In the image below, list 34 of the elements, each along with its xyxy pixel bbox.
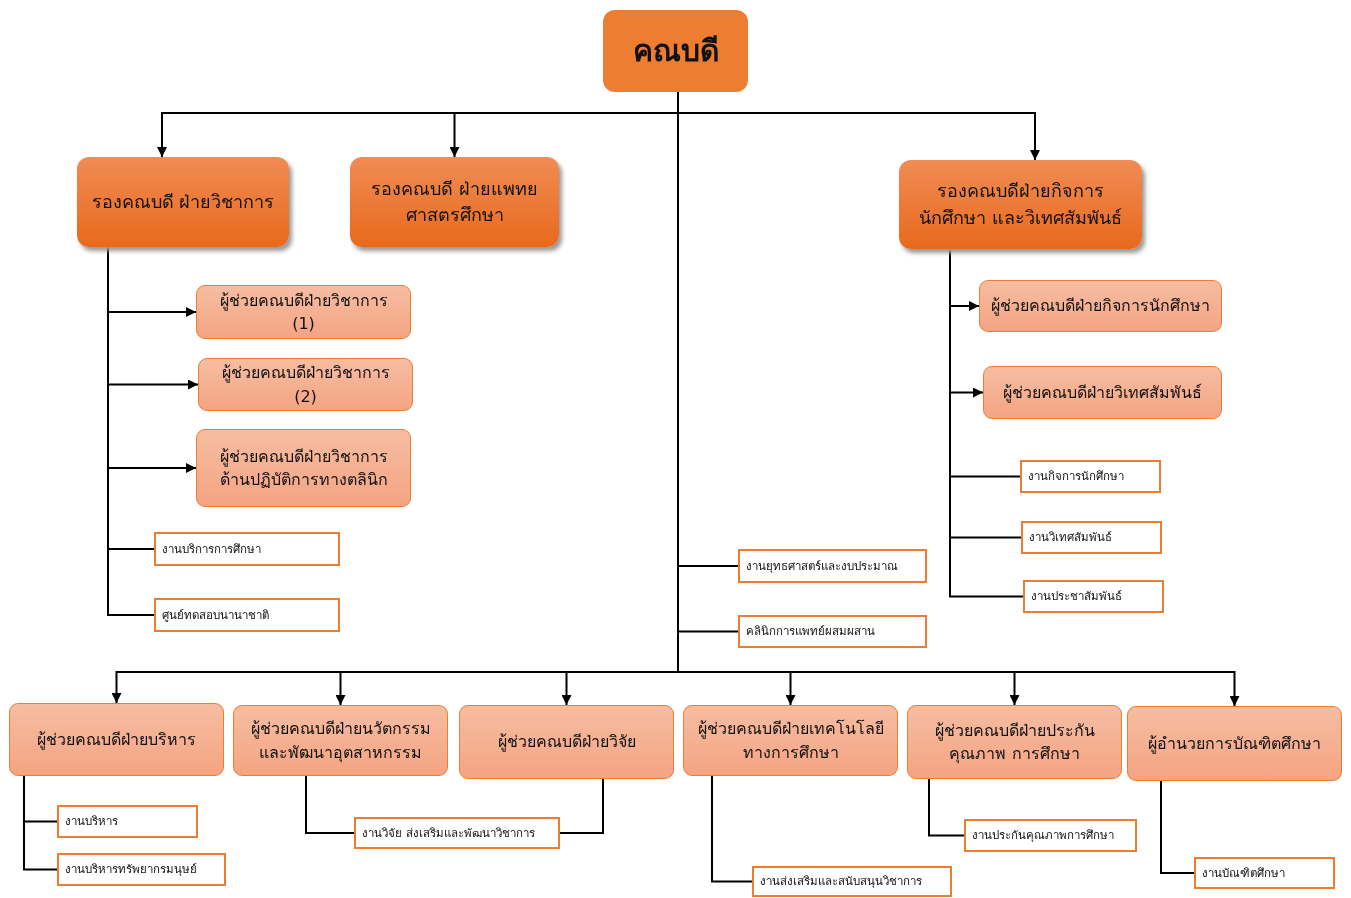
connector-line [711,775,753,883]
unit-box: งานประชาสัมพันธ์ [1023,580,1164,613]
dean-box: คณบดี [603,10,748,92]
unit-box: งานส่งเสริมและสนับสนุนวิชาการ [752,866,952,897]
assistant-dean-box: ผู้ช่วยคณบดีฝ่ายวิชาการ ด้านปฏิบัติการทางตลินิก [196,429,411,507]
assistant-dean-box: ผู้ช่วยคณบดีฝ่ายประกันคุณภาพ การศึกษา [907,705,1122,779]
assistant-dean-box: ผู้ช่วยคณบดีฝ่ายบริหาร [9,703,224,776]
assistant-dean-box: ผู้ช่วยคณบดีฝ่ายวิชาการ (1) [196,285,411,339]
unit-box: งานบัณฑิตศึกษา [1194,857,1335,889]
unit-box: คลินิกการแพทย์ผสมผสาน [738,615,927,648]
connector-line [23,775,58,871]
unit-box: ศูนย์ทดสอบนานาชาติ [154,598,340,632]
connector-line [1160,780,1195,874]
assistant-dean-box: ผู้ช่วยคณบดีฝ่ายวิจัย [459,705,674,779]
unit-box: งานบริหาร [57,805,198,838]
assistant-dean-box: ผู้ช่วยคณบดีฝ่ายนวัตกรรม และพัฒนาอุตสาหกรรม [233,705,448,776]
connector-line [305,775,355,834]
assistant-dean-box: ผู้ช่วยคณบดีฝ่ายวิเทศสัมพันธ์ [983,366,1222,419]
deputy-dean-box: รองคณบดี ฝ่ายแพทยศาสตรศึกษา [350,157,559,247]
unit-box: งานบริหารทรัพยากรมนุษย์ [57,853,226,886]
deputy-dean-box: รองคณบดี ฝ่ายวิชาการ [77,157,289,247]
assistant-dean-box: ผู้ช่วยคณบดีฝ่ายวิชาการ (2) [198,358,413,411]
assistant-dean-box: ผู้ช่วยคณบดีฝ่ายกิจการนักศึกษา [979,280,1222,332]
connector-line [928,778,965,837]
unit-box: งานกิจการนักศึกษา [1020,460,1161,493]
unit-box: งานยุทธศาสตร์และงบประมาณ [738,549,927,583]
unit-box: งานวิเทศสัมพันธ์ [1021,521,1162,554]
unit-box: งานประกันคุณภาพการศึกษา [964,819,1137,852]
deputy-dean-box: รองคณบดีฝ่ายกิจการนักศึกษา และวิเทศสัมพันธ์ [899,160,1142,249]
connector-line [559,778,604,834]
unit-box: งานวิจัย ส่งเสริมและพัฒนาวิชาการ [354,817,560,849]
assistant-dean-box: ผู้อำนวยการบัณฑิตศึกษา [1127,706,1342,781]
unit-box: งานบริการการศึกษา [154,532,340,566]
assistant-dean-box: ผู้ช่วยคณบดีฝ่ายเทคโนโลยี ทางการศึกษา [683,705,898,776]
